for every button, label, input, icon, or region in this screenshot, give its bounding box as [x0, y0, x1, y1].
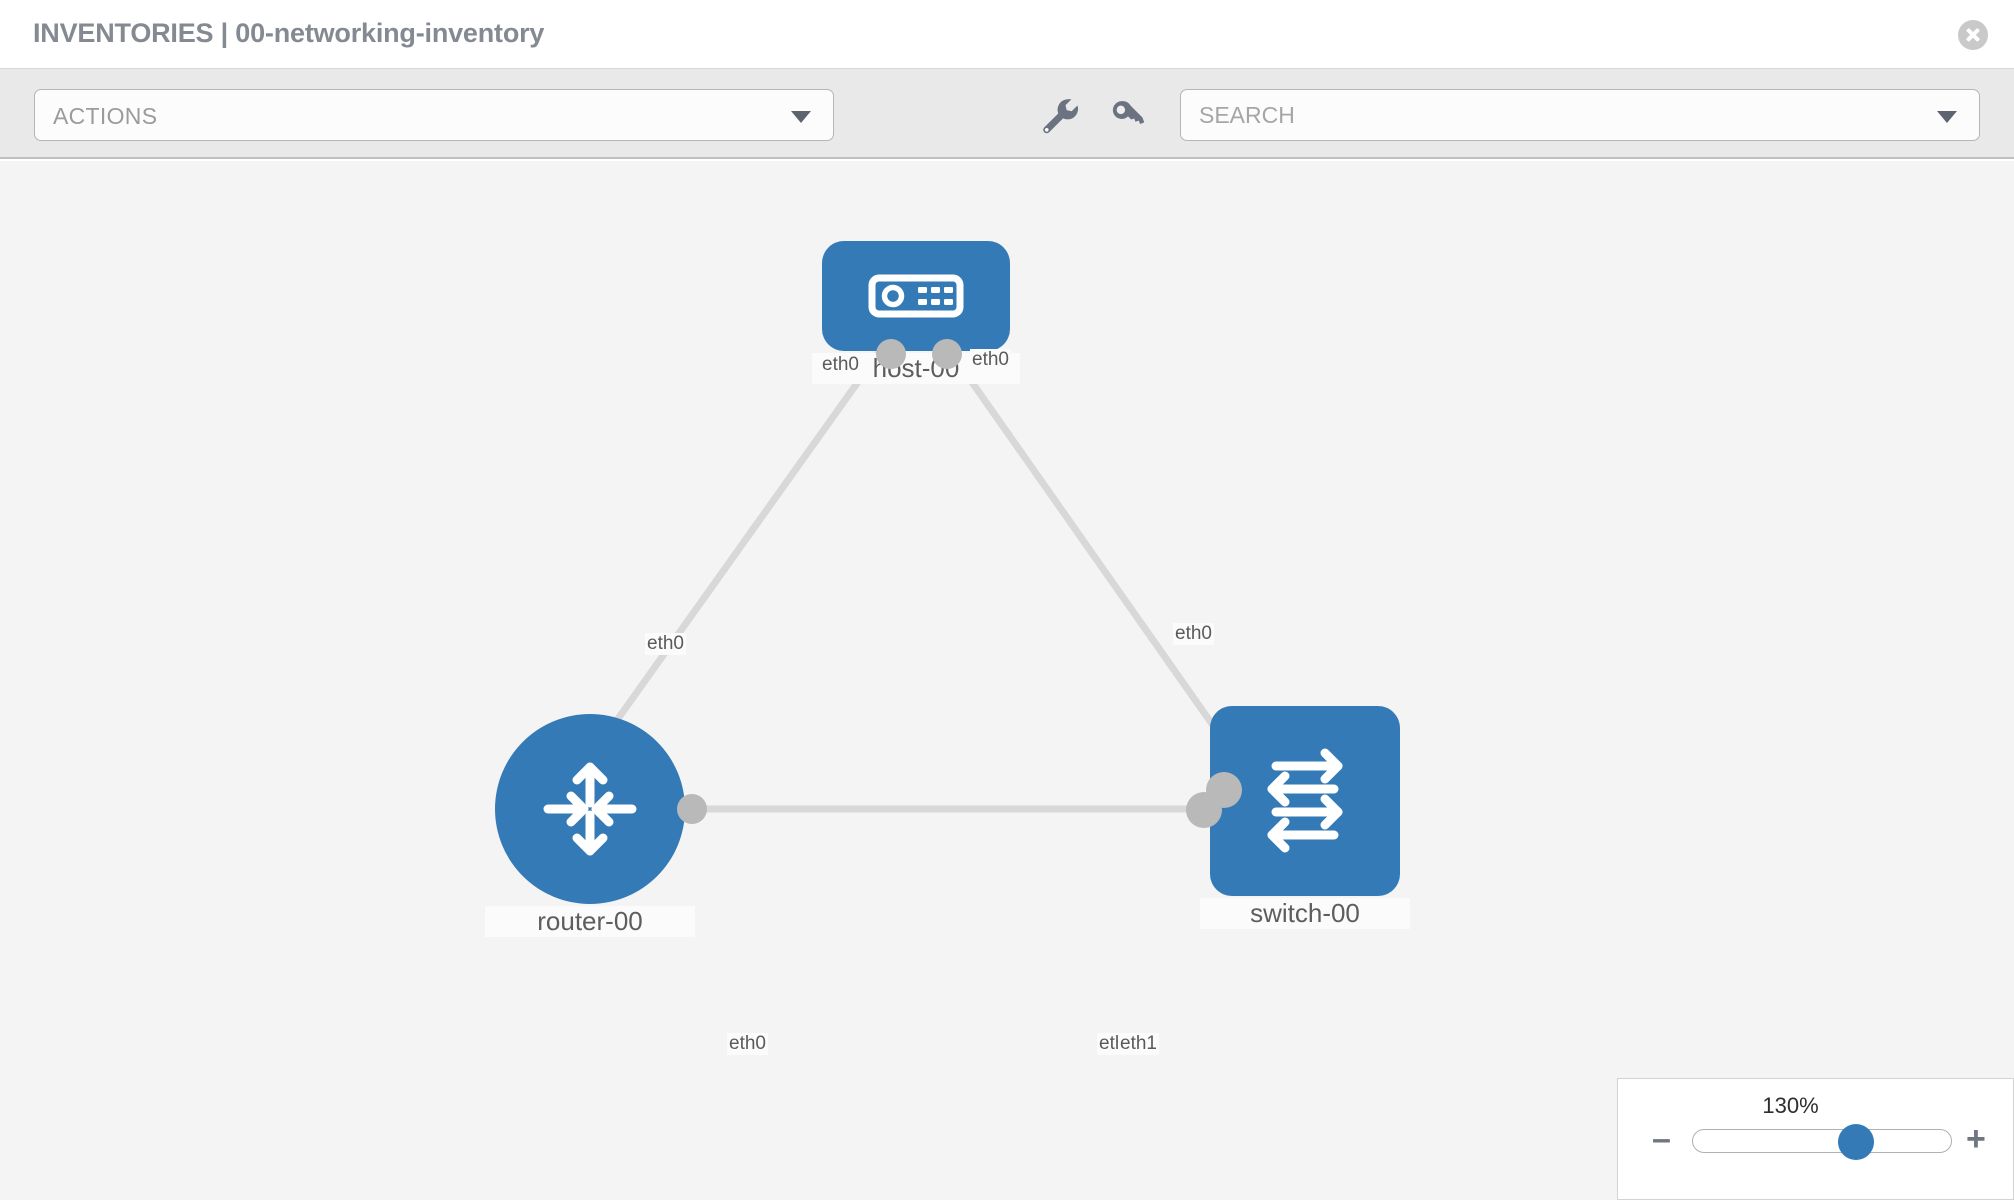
zoom-control-panel: 130% – + — [1617, 1078, 2014, 1200]
chevron-down-icon — [791, 111, 811, 123]
topology-graph: host-00 — [0, 161, 2014, 1200]
zoom-in-button[interactable]: + — [1966, 1120, 1986, 1158]
search-input[interactable] — [1199, 90, 1899, 140]
actions-dropdown-label: ACTIONS — [53, 103, 158, 129]
key-icon[interactable] — [1104, 93, 1150, 139]
zoom-slider[interactable] — [1692, 1124, 1952, 1160]
node-host-00-shape[interactable] — [822, 241, 1010, 351]
page-title: INVENTORIES | 00-networking-inventory — [33, 18, 545, 48]
stub-switch-left — [1186, 792, 1222, 828]
iface-label-switch-host: eth0 — [1173, 623, 1214, 645]
node-switch-00: switch-00 — [1200, 706, 1410, 929]
node-switch-00-shape[interactable] — [1210, 706, 1400, 896]
topology-canvas[interactable]: host-00 — [0, 161, 2014, 1200]
actions-dropdown[interactable]: ACTIONS — [34, 89, 834, 141]
server-icon — [868, 274, 964, 318]
zoom-level-value: 130% — [1762, 1093, 1819, 1118]
node-router-00: router-00 — [485, 714, 695, 937]
edge-host-router — [596, 347, 884, 748]
zoom-slider-handle[interactable] — [1837, 1124, 1874, 1160]
switch-icon — [1267, 748, 1343, 853]
search-field[interactable] — [1180, 89, 1980, 141]
iface-label-router-host: eth0 — [645, 633, 686, 655]
router-icon — [543, 762, 637, 856]
stub-host-left — [876, 339, 906, 369]
page-header: INVENTORIES | 00-networking-inventory — [0, 0, 2014, 69]
stub-host-right — [932, 339, 962, 369]
chevron-down-icon[interactable] — [1937, 111, 1957, 123]
node-router-00-label: router-00 — [485, 906, 695, 937]
node-host-00: host-00 — [812, 241, 1020, 384]
close-circle-icon[interactable] — [1958, 20, 1988, 50]
toolbar: ACTIONS — [0, 69, 2014, 159]
iface-label-switch-router: eth1 — [1118, 1033, 1159, 1055]
zoom-out-button[interactable]: – — [1652, 1120, 1671, 1158]
wrench-icon[interactable] — [1036, 93, 1082, 139]
iface-label-host-switch: eth0 — [970, 349, 1011, 371]
node-router-00-shape[interactable] — [495, 714, 685, 904]
iface-label-host-router: eth0 — [820, 354, 861, 376]
iface-label-router-switch: eth0 — [727, 1033, 768, 1055]
edge-host-switch — [946, 347, 1242, 765]
stub-router-right — [677, 794, 707, 824]
topology-edges — [596, 347, 1242, 813]
node-switch-00-label: switch-00 — [1200, 898, 1410, 929]
